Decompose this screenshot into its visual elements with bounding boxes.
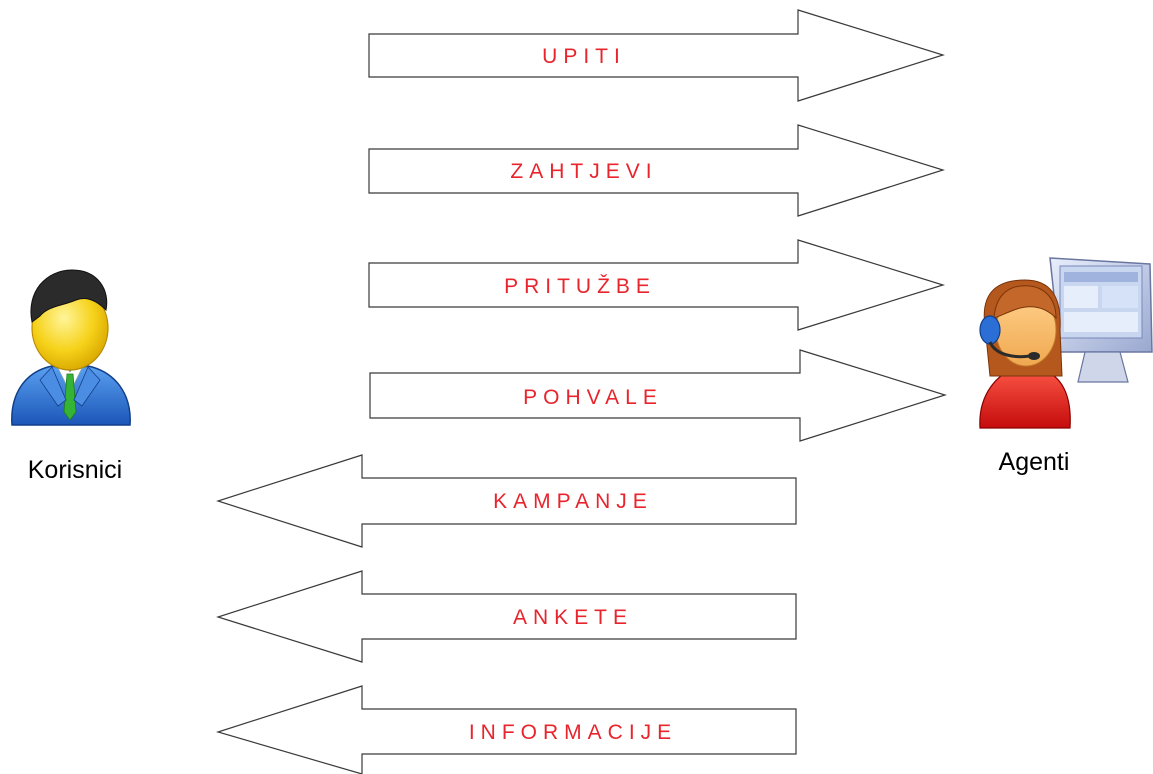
arrow-label-pohvale: POHVALE (523, 386, 663, 409)
arrow-label-informacije: INFORMACIJE (469, 721, 677, 744)
arrow-label-upiti: UPITI (542, 45, 626, 68)
call-center-agent-icon (979, 257, 1153, 429)
actor-label-korisnici: Korisnici (28, 456, 122, 484)
business-man-icon (11, 269, 131, 426)
arrow-pohvale: POHVALE (369, 349, 948, 442)
arrow-ankete: ANKETE (216, 570, 797, 663)
arrow-prituzbe: PRITUŽBE (368, 239, 946, 331)
arrow-label-kampanje: KAMPANJE (493, 490, 653, 513)
arrow-label-prituzbe: PRITUŽBE (504, 275, 656, 298)
arrow-label-ankete: ANKETE (513, 606, 633, 629)
arrow-label-zahtjevi: ZAHTJEVI (510, 160, 657, 183)
arrow-kampanje: KAMPANJE (216, 454, 797, 548)
actor-label-agenti: Agenti (999, 448, 1070, 476)
arrow-zahtjevi: ZAHTJEVI (368, 124, 946, 217)
arrow-upiti: UPITI (368, 9, 946, 102)
arrow-informacije: INFORMACIJE (215, 685, 797, 774)
